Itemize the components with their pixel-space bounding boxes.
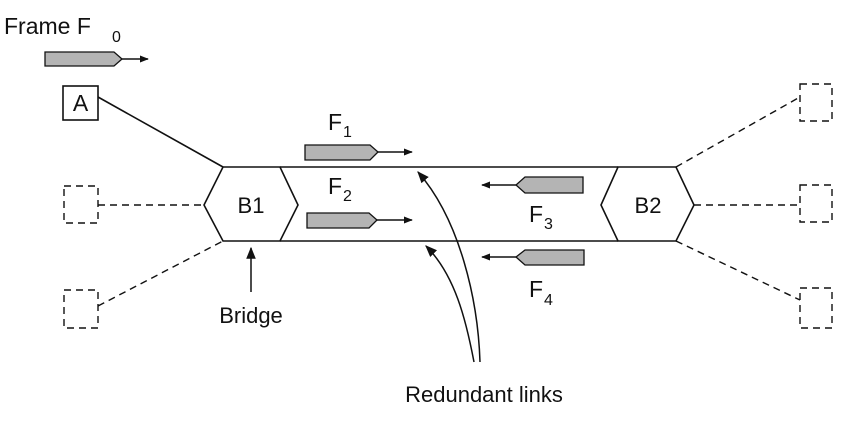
frame-f3-icon <box>481 176 584 194</box>
f4-subscript: 4 <box>544 292 553 309</box>
right-top-host <box>799 83 833 122</box>
right-middle-host <box>799 184 833 223</box>
right-bottom-link <box>675 240 801 301</box>
f4-label: F <box>529 276 543 302</box>
redundant-links-caption: Redundant links <box>405 382 563 407</box>
frame-f0-label: Frame F <box>4 13 91 39</box>
host-a: A <box>62 85 99 121</box>
host-a-link <box>97 96 224 168</box>
right-top-link <box>675 96 801 168</box>
right-bottom-host <box>799 287 833 329</box>
host-a-label: A <box>73 90 89 116</box>
f2-label: F <box>328 173 342 199</box>
redundant-pointer-top-arrow <box>417 171 481 363</box>
frame-f0-subscript: 0 <box>112 29 121 46</box>
f1-subscript: 1 <box>343 124 352 141</box>
left-bottom-link <box>97 240 224 307</box>
f3-label: F <box>529 201 543 227</box>
frame-f1-icon <box>304 144 413 161</box>
f2-subscript: 2 <box>343 188 352 205</box>
bridge-b2: B2 <box>600 166 695 242</box>
bridge-b1-label: B1 <box>238 193 265 218</box>
redundant-pointer-bottom-arrow <box>425 245 475 363</box>
left-bottom-host <box>63 289 99 329</box>
frame-f2-icon <box>306 212 413 229</box>
bridge-caption: Bridge <box>219 303 283 328</box>
f1-label: F <box>328 109 342 135</box>
frame-f0-icon <box>44 51 149 67</box>
left-middle-host <box>63 185 99 224</box>
bridge-b2-label: B2 <box>635 193 662 218</box>
bridge-b1: B1 <box>203 166 299 242</box>
f3-subscript: 3 <box>544 216 553 233</box>
frame-f4-icon <box>481 249 585 266</box>
